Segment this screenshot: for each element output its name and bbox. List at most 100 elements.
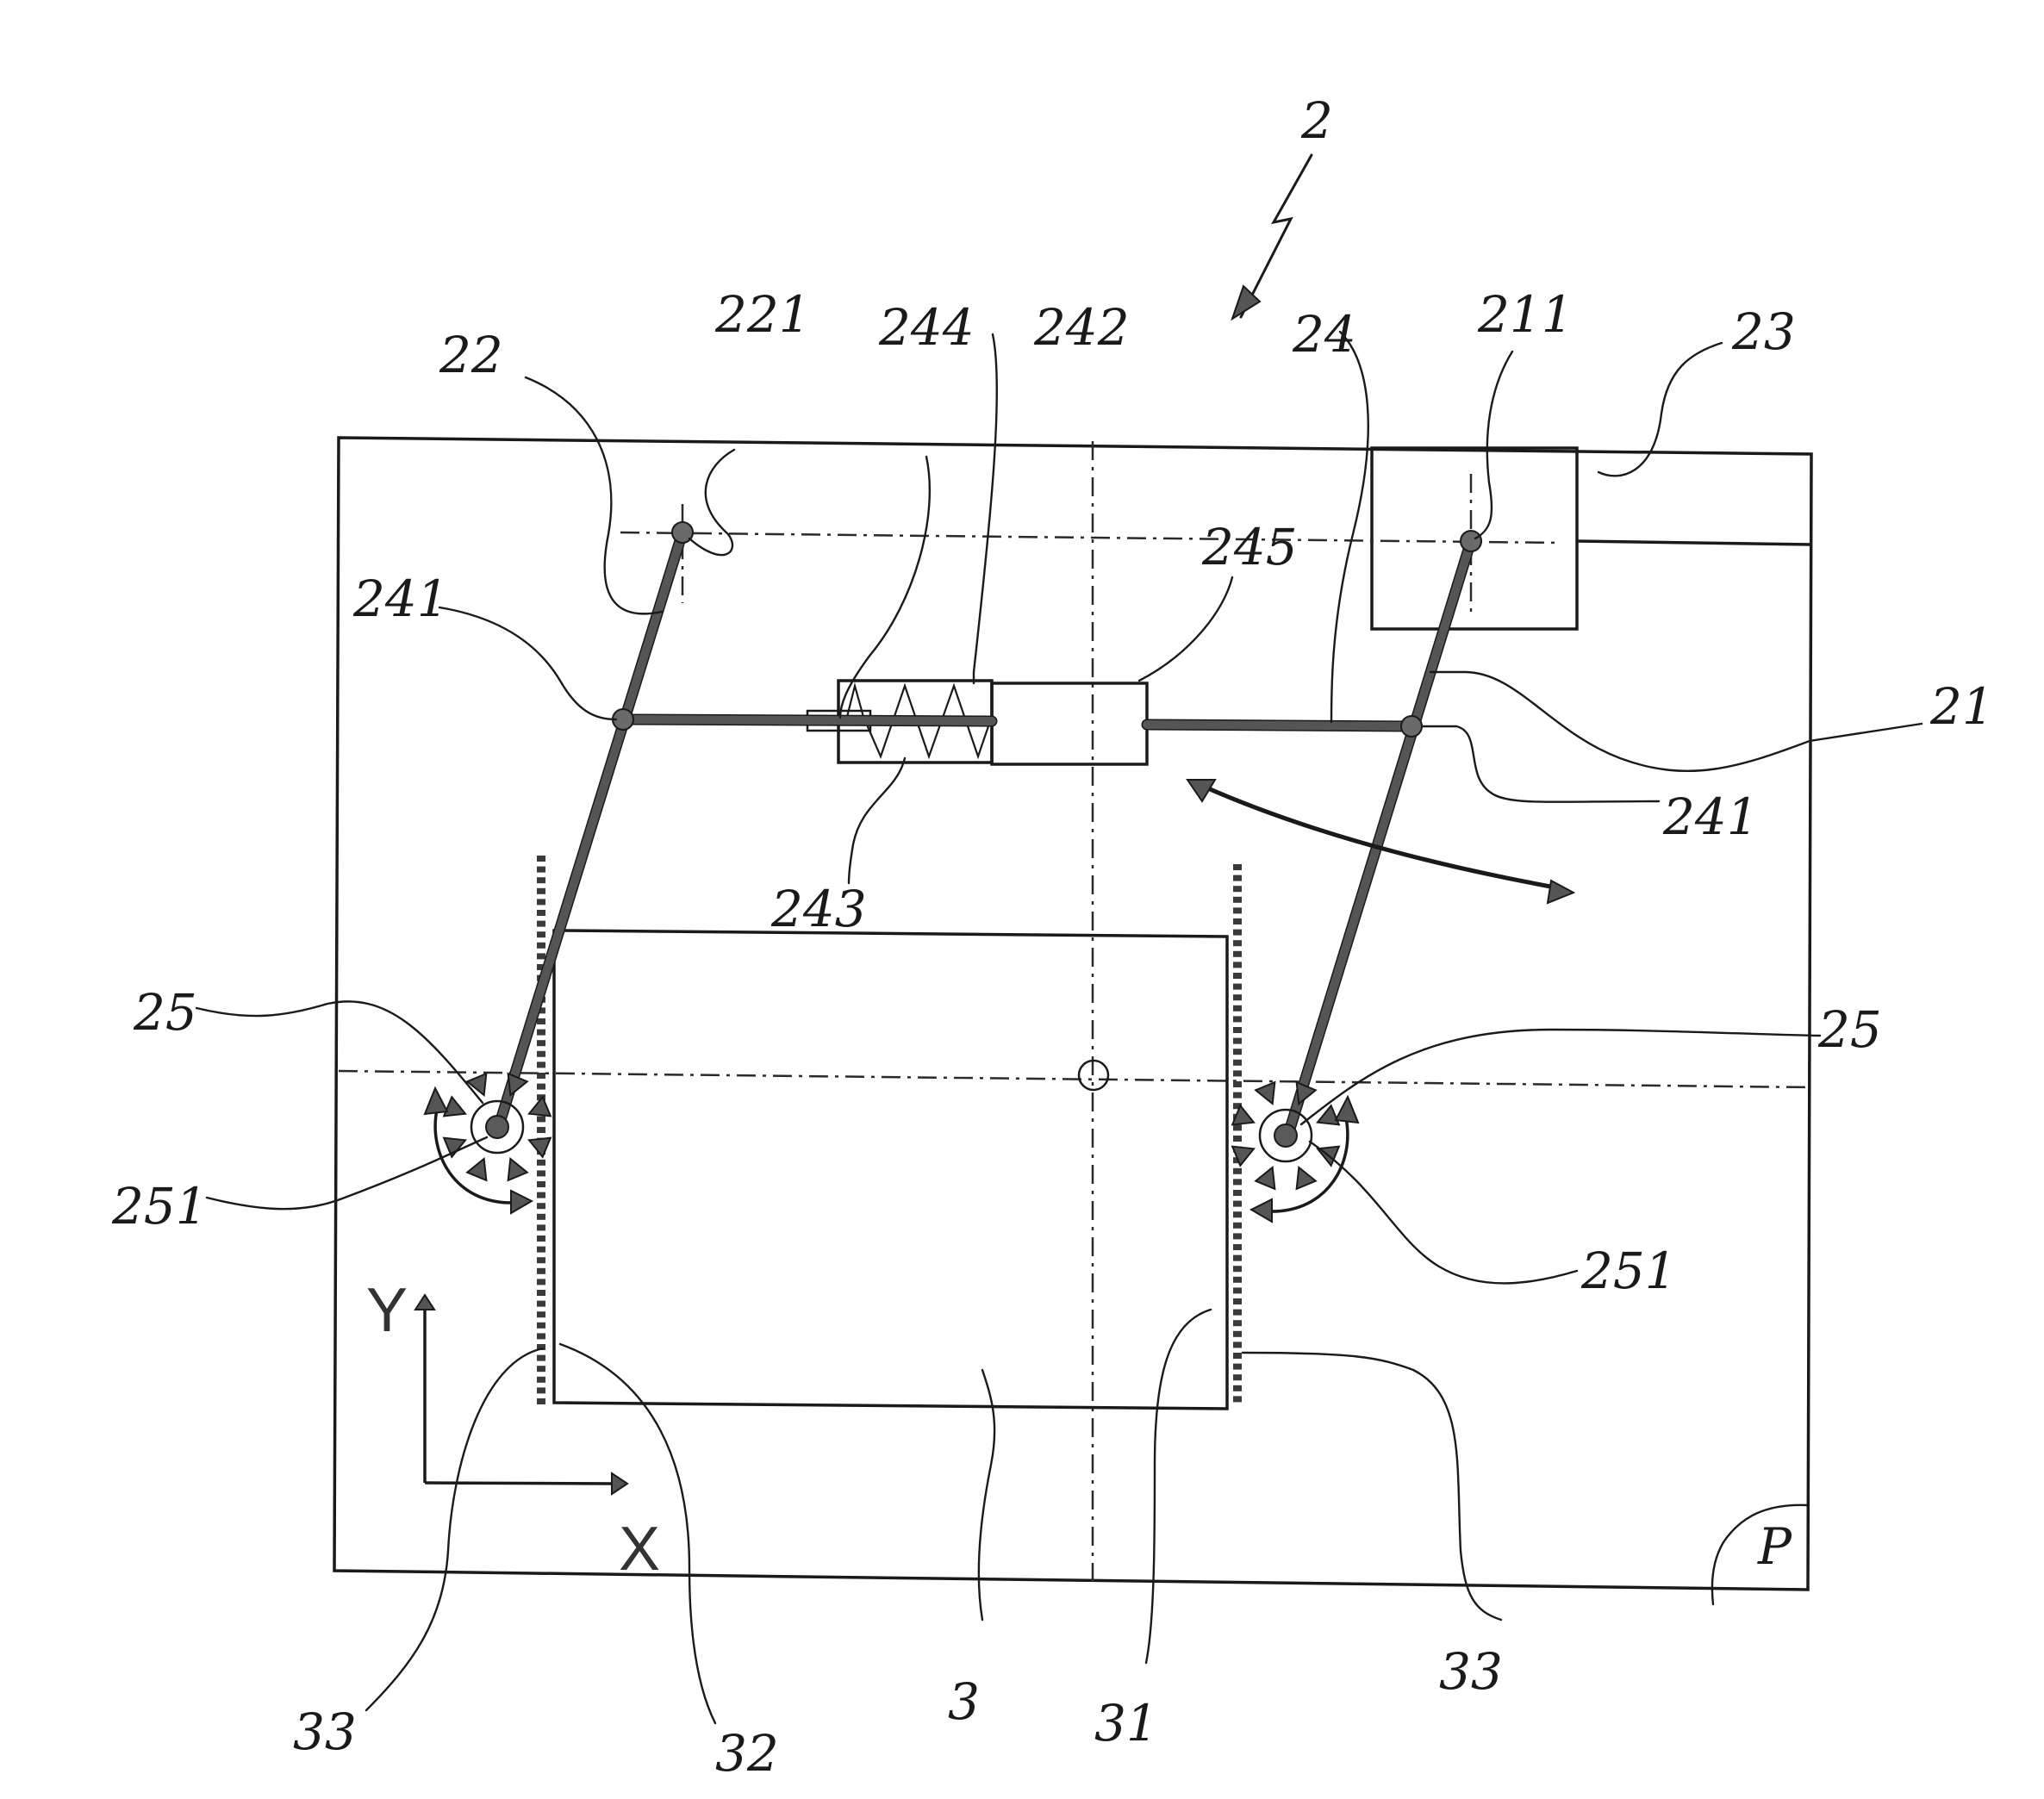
pinion-hub <box>1274 1124 1298 1148</box>
label-241-right: 241 <box>1662 787 1759 846</box>
rack-left-tooth <box>537 866 545 873</box>
label-21: 21 <box>1929 677 1994 736</box>
leader-211 <box>1474 350 1514 540</box>
rack-right-tooth <box>1233 1374 1242 1381</box>
rack-left-tooth <box>537 910 545 916</box>
rod-244 <box>619 715 996 725</box>
leader-25-right <box>1299 1028 1822 1126</box>
rack-right-tooth <box>1233 1179 1242 1186</box>
gear-tooth-251 <box>465 1157 488 1182</box>
joint-241-right <box>1400 715 1423 738</box>
leader-251-right <box>1308 1140 1579 1285</box>
leader-241-left <box>438 606 618 721</box>
rack-right-tooth <box>1233 1081 1242 1087</box>
rack-left-tooth <box>537 1344 545 1350</box>
gear-tooth-251 <box>1295 1166 1318 1191</box>
spring-coil-243 <box>845 682 991 760</box>
rack-right-tooth <box>1233 1309 1242 1316</box>
rotation-arrow-head <box>1249 1198 1273 1223</box>
rack-right-tooth <box>1233 973 1242 979</box>
rack-right-tooth <box>1233 1222 1242 1229</box>
leader-221 <box>688 448 736 557</box>
label-32: 32 <box>715 1724 779 1783</box>
leader-244 <box>838 455 932 719</box>
rack-left-tooth <box>537 1127 545 1133</box>
swing-arrow-head-right <box>1546 879 1576 905</box>
rack-left-tooth <box>537 1279 545 1285</box>
rack-left-tooth <box>537 1257 545 1264</box>
pinion-hub <box>485 1115 509 1139</box>
leader-22 <box>524 376 664 615</box>
cylinder-242 <box>990 682 1149 766</box>
rack-right-tooth <box>1233 1211 1242 1218</box>
assembly-2-arrowhead <box>1231 284 1262 321</box>
rack-left-tooth <box>537 1333 545 1340</box>
rack-right-tooth <box>1233 1124 1242 1131</box>
rack-right-tooth <box>1233 1005 1242 1012</box>
label-244: 244 <box>878 298 975 357</box>
leader-23 <box>1597 341 1723 477</box>
rotation-arrow-head <box>510 1189 534 1215</box>
gear-tooth-251 <box>1231 1145 1256 1167</box>
housing-23-rail <box>1576 539 1812 546</box>
rack-left-tooth <box>537 899 545 906</box>
rack-right-tooth <box>1233 875 1242 881</box>
rack-left-tooth <box>537 877 545 884</box>
rotation-arrow-head <box>1334 1094 1360 1124</box>
link-21 <box>1286 537 1475 1133</box>
gear-tooth-251 <box>507 1072 529 1097</box>
label-33-left: 33 <box>293 1703 357 1761</box>
rack-left-tooth <box>537 1322 545 1329</box>
rack-left-tooth <box>537 1290 545 1296</box>
rack-right-tooth <box>1233 1103 1242 1110</box>
label-22: 22 <box>439 326 503 384</box>
label-25-left: 25 <box>133 983 197 1042</box>
rack-right-tooth <box>1233 1341 1242 1348</box>
label-211: 211 <box>1477 285 1574 344</box>
leader-P <box>1711 1503 1810 1606</box>
rack-right-tooth <box>1233 864 1242 870</box>
rack-left-tooth <box>537 1029 545 1036</box>
gear-tooth-251 <box>465 1072 488 1097</box>
label-P: P <box>1757 1517 1792 1576</box>
label-25-right: 25 <box>1817 1000 1882 1059</box>
rack-left-tooth <box>537 942 545 949</box>
gear-tooth-251 <box>527 1095 552 1117</box>
rack-left-tooth <box>537 856 545 862</box>
rack-right-tooth <box>1233 1254 1242 1261</box>
rack-left-tooth <box>537 1170 545 1177</box>
swing-arrow <box>1200 783 1556 890</box>
rack-right-tooth <box>1233 929 1242 936</box>
leader-3 <box>977 1368 996 1622</box>
plate-frame <box>333 436 1813 1591</box>
rack-right-tooth <box>1233 962 1242 968</box>
rack-left-tooth <box>537 1387 545 1394</box>
rack-right-tooth <box>1233 1027 1242 1033</box>
pinion-ring <box>1258 1108 1313 1163</box>
label-3: 3 <box>948 1672 980 1731</box>
rack-left-tooth <box>537 1159 545 1166</box>
rack-right-tooth <box>1233 994 1242 1001</box>
leader-245 <box>1137 576 1234 682</box>
label-33-right: 33 <box>1439 1642 1503 1701</box>
rack-right-tooth <box>1233 1037 1242 1044</box>
rack-right-tooth <box>1233 1353 1242 1359</box>
rack-right-tooth <box>1233 1190 1242 1196</box>
rack-left-tooth <box>537 887 545 894</box>
link-22 <box>496 528 687 1124</box>
pivot-221 <box>671 521 694 544</box>
rotation-arrow <box>1268 1117 1349 1213</box>
label-245: 245 <box>1201 518 1298 576</box>
gear-tooth-251 <box>1231 1104 1256 1126</box>
gear-tooth-251 <box>1254 1080 1276 1105</box>
rack-right-tooth <box>1233 1266 1242 1273</box>
x-axis-label: X <box>619 1515 660 1584</box>
rack-right-tooth <box>1233 1363 1242 1370</box>
leader-32 <box>558 1342 717 1725</box>
rack-left-tooth <box>537 1236 545 1242</box>
rack-33-right <box>1233 864 1242 1403</box>
rack-right-tooth <box>1233 1092 1242 1099</box>
rack-right-tooth <box>1233 1276 1242 1283</box>
label-221: 221 <box>714 285 811 344</box>
